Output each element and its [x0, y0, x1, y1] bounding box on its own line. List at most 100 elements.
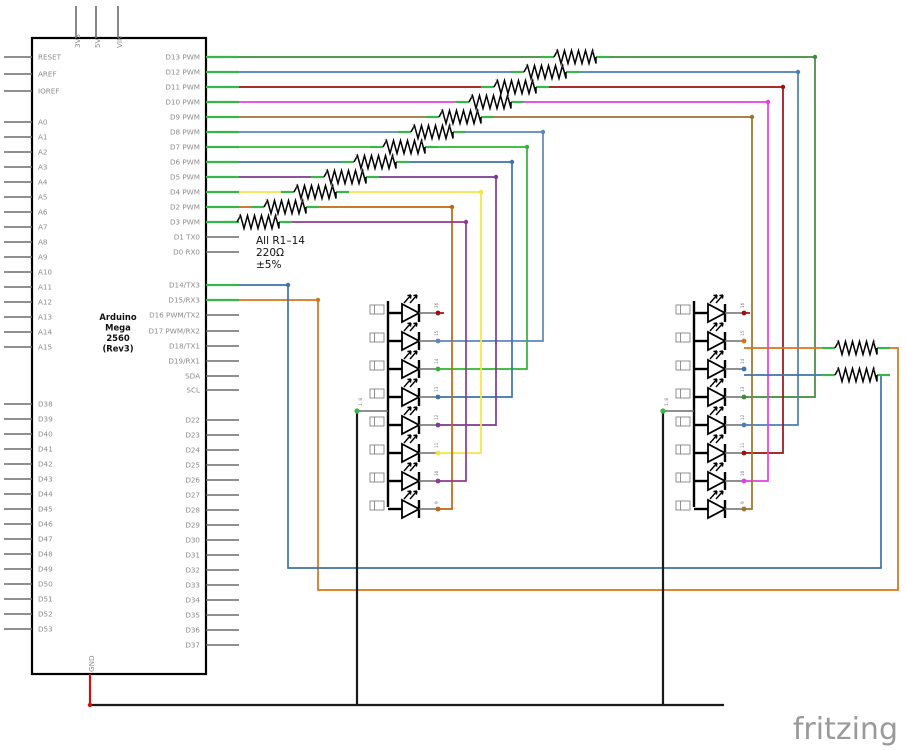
led-2: 15 [675, 322, 747, 352]
led-triangle [707, 330, 727, 352]
led-segment-box [675, 500, 691, 511]
led-light-arrow-1 [403, 490, 412, 500]
resistor-pin-2-label: 2 [392, 154, 395, 159]
note-line-2: 220Ω [256, 247, 284, 259]
led-1: 16 [675, 294, 747, 324]
resistor-body [468, 92, 512, 112]
resistor-pin-2-label: 2 [362, 169, 365, 174]
pin-label-a4: A4 [38, 178, 48, 187]
led-segment-box [369, 472, 385, 483]
pin-label-reset: RESET [38, 53, 62, 62]
led-pin-connector [435, 422, 441, 428]
pin-label-d31: D31 [185, 551, 200, 560]
junction-d15 [315, 297, 321, 303]
junction-r8 [509, 159, 515, 165]
led-light-arrow-1 [403, 350, 412, 360]
resistor-body [382, 137, 426, 157]
pin-label-d6-pwm: D6 PWM [170, 158, 200, 167]
wire-r11-to-left-led-8 [319, 206, 453, 510]
led-pin-connector [741, 506, 747, 512]
resistor-pin-1-label: 1 [295, 184, 298, 189]
led-pin-connector [741, 366, 747, 372]
wire-r9-to-left-led-5 [379, 176, 497, 426]
resistor-body [523, 62, 567, 82]
arduino-body[interactable] [30, 36, 208, 676]
led-segment-box [369, 416, 385, 427]
led-segment-box [675, 388, 691, 399]
pin-label-d34: D34 [185, 596, 200, 605]
led-triangle [401, 330, 421, 352]
led-pin-number: 9 [740, 501, 745, 504]
led-pin-connector [741, 338, 747, 344]
led-triangle [401, 302, 421, 324]
resistor-pin-2-label: 2 [332, 184, 335, 189]
pin-label-a0: A0 [38, 118, 48, 127]
led-segment-box [675, 304, 691, 315]
pin-label-d41: D41 [38, 445, 53, 454]
led-5: 12 [369, 406, 441, 436]
led-light-arrow-1 [403, 378, 412, 388]
pin-label-d17-pwm-rx2: D17 PWM/RX2 [148, 327, 200, 336]
wire-r3-to-right-led-6 [549, 86, 784, 454]
led-triangle [707, 302, 727, 324]
pin-label-sda: SDA [185, 372, 200, 381]
led-triangle [401, 442, 421, 464]
led-7: 10 [675, 462, 747, 492]
led-light-arrow-2 [409, 462, 418, 472]
pin-label-d15-rx3: D15/RX3 [168, 296, 200, 305]
pin-label-d29: D29 [185, 521, 200, 530]
pin-label-d47: D47 [38, 535, 53, 544]
led-triangle [707, 358, 727, 380]
led-pin-number: 11 [740, 442, 745, 448]
led-pin-connector [741, 310, 747, 316]
led-triangle [707, 386, 727, 408]
wire-r2-to-right-led-5 [579, 71, 799, 426]
wire-d15-to-r13 [239, 299, 899, 591]
led-pin-connector [435, 338, 441, 344]
pin-label-d5-pwm: D5 PWM [170, 173, 200, 182]
chip-name-line-2: Mega [105, 323, 131, 333]
led-pin-connector [435, 310, 441, 316]
pin-label-a15: A15 [38, 343, 52, 352]
pin-label-d46: D46 [38, 520, 53, 529]
led-3: 14 [675, 350, 747, 380]
led-4: 13 [675, 378, 747, 408]
chip-name-line-1: Arduino [99, 312, 136, 322]
resistor-pin-1-label: 1 [555, 49, 558, 54]
wire-r1-to-right-led-4 [609, 56, 816, 398]
led-triangle [707, 498, 727, 520]
led-2: 15 [369, 322, 441, 352]
led-common-connector [660, 408, 666, 414]
led-triangle [401, 358, 421, 380]
led-light-arrow-2 [409, 294, 418, 304]
resistor-pin-1-label: 1 [470, 94, 473, 99]
led-light-arrow-1 [709, 294, 718, 304]
pin-label-d3-pwm: D3 PWM [170, 218, 200, 227]
resistor-body [410, 122, 454, 142]
led-segment-box [369, 500, 385, 511]
led-pin-connector [435, 394, 441, 400]
resistor-pin-1-label: 1 [525, 64, 528, 69]
led-4: 13 [369, 378, 441, 408]
pin-label-d26: D26 [185, 476, 200, 485]
led-light-arrow-2 [715, 490, 724, 500]
wire-r5-to-right-led-8 [494, 116, 753, 510]
led-pin-connector [435, 506, 441, 512]
resistor-body [236, 212, 280, 232]
resistor-body [263, 197, 307, 217]
resistor-body [834, 365, 878, 385]
led-light-arrow-1 [403, 322, 412, 332]
pin-label-d10-pwm: D10 PWM [165, 98, 200, 107]
resistor-body [553, 47, 597, 67]
resistor-pin-1-label: 1 [836, 340, 839, 345]
